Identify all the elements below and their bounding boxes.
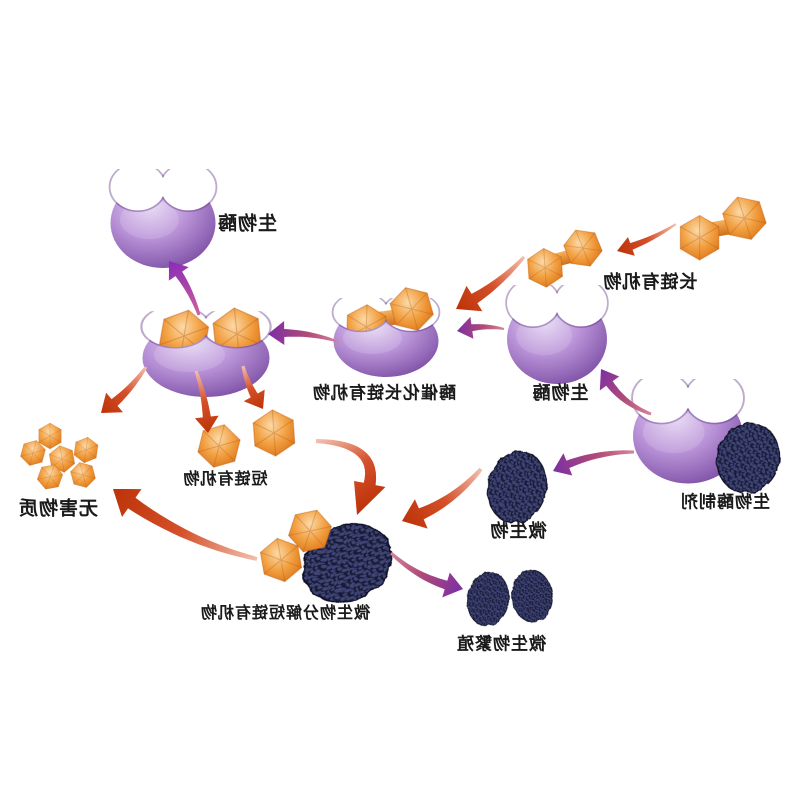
arrow-shortchain-to-decomp <box>315 439 386 515</box>
arrow-prep-to-enzyme <box>599 369 652 416</box>
hexagon-molecule-icon <box>72 435 100 465</box>
label-reproduction: 微生物繁殖 <box>456 634 546 654</box>
long-chain-molecule-source <box>671 190 773 266</box>
label-preparation: 生物酶制剂 <box>680 492 770 512</box>
hexagon-molecule-icon <box>251 407 297 459</box>
arrow-longchain-to-complex <box>456 256 526 312</box>
microbe-reproduction-group <box>463 567 556 629</box>
arrow-to-shortchain-2 <box>241 365 265 409</box>
flow-arrows <box>101 223 677 598</box>
arrow-complex-to-cleaved <box>268 321 340 345</box>
arrow-microbe-to-decomp <box>402 467 483 529</box>
arrow-organics-input <box>617 223 677 256</box>
label-catalysis: 酶催化长链有机物 <box>312 383 456 403</box>
label-decompose: 微生物分解短链有机物 <box>199 605 371 622</box>
microbe-blob <box>480 445 554 529</box>
label-short-chain: 短链有机物 <box>182 471 268 488</box>
label-long-chain: 长链有机物 <box>602 272 698 292</box>
arrow-decomp-to-harmless <box>113 489 258 561</box>
arrow-to-harmless-left <box>101 366 148 413</box>
complex-enzyme-substrate <box>334 282 439 377</box>
enzyme-top-left <box>111 164 216 268</box>
label-enzyme-right: 生物酶 <box>531 383 589 403</box>
arrow-prep-to-microbe <box>553 450 634 476</box>
harmless-substance-group <box>18 422 100 494</box>
speckled-blob-icon <box>508 567 556 625</box>
label-microbe: 微生物 <box>489 521 547 541</box>
speckled-blob-icon <box>463 569 513 629</box>
label-enzyme-top: 生物酶 <box>216 213 278 235</box>
enzyme-preparation-group <box>633 373 788 501</box>
hexagon-molecule-icon <box>38 422 62 450</box>
arrow-decomp-to-repro <box>390 551 463 598</box>
arrow-to-shortchain-1 <box>194 370 219 433</box>
arrow-enzyme-to-complex <box>457 316 505 339</box>
arrow-enzyme-release <box>168 261 201 316</box>
label-harmless: 无害物质 <box>17 498 99 520</box>
enzyme-right <box>507 280 607 384</box>
